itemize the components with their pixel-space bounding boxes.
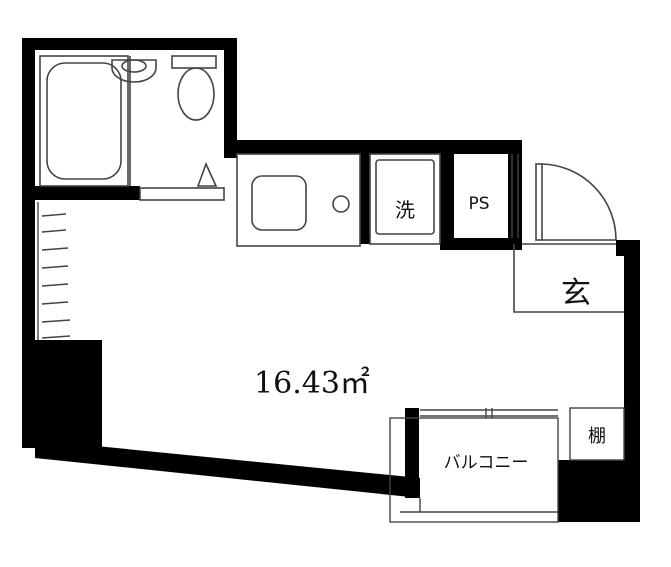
bathroom	[39, 55, 225, 201]
washbasin	[111, 59, 157, 83]
bath-triangle-mark	[196, 161, 218, 187]
washer-label: 洗	[395, 198, 415, 222]
room-area-label: 16.43㎡	[254, 366, 370, 401]
balcony-sliding-door	[420, 408, 558, 418]
entrance-door	[535, 163, 617, 241]
kitchen-sink	[251, 175, 307, 231]
kitchen-counter	[236, 153, 361, 247]
washer-space	[369, 153, 441, 245]
pipe-space-label: PS	[468, 194, 489, 214]
bathtub-basin	[46, 62, 122, 180]
balcony	[389, 417, 559, 523]
shelf-box	[569, 407, 625, 461]
entrance-label: 玄	[561, 276, 591, 311]
shelf-label: 棚	[588, 426, 606, 447]
ps-frame-lines	[511, 154, 519, 238]
bathroom-door	[139, 187, 225, 201]
toilet-bowl	[177, 67, 215, 121]
left-window	[37, 202, 71, 340]
stove-burner	[332, 195, 350, 213]
toilet-tank	[171, 55, 217, 69]
balcony-label: バルコニー	[444, 453, 529, 473]
genkan	[513, 243, 624, 313]
outer-walls	[22, 38, 640, 522]
kitchen	[236, 153, 361, 247]
washbasin-bowl	[121, 59, 147, 73]
bathtub	[39, 55, 129, 187]
